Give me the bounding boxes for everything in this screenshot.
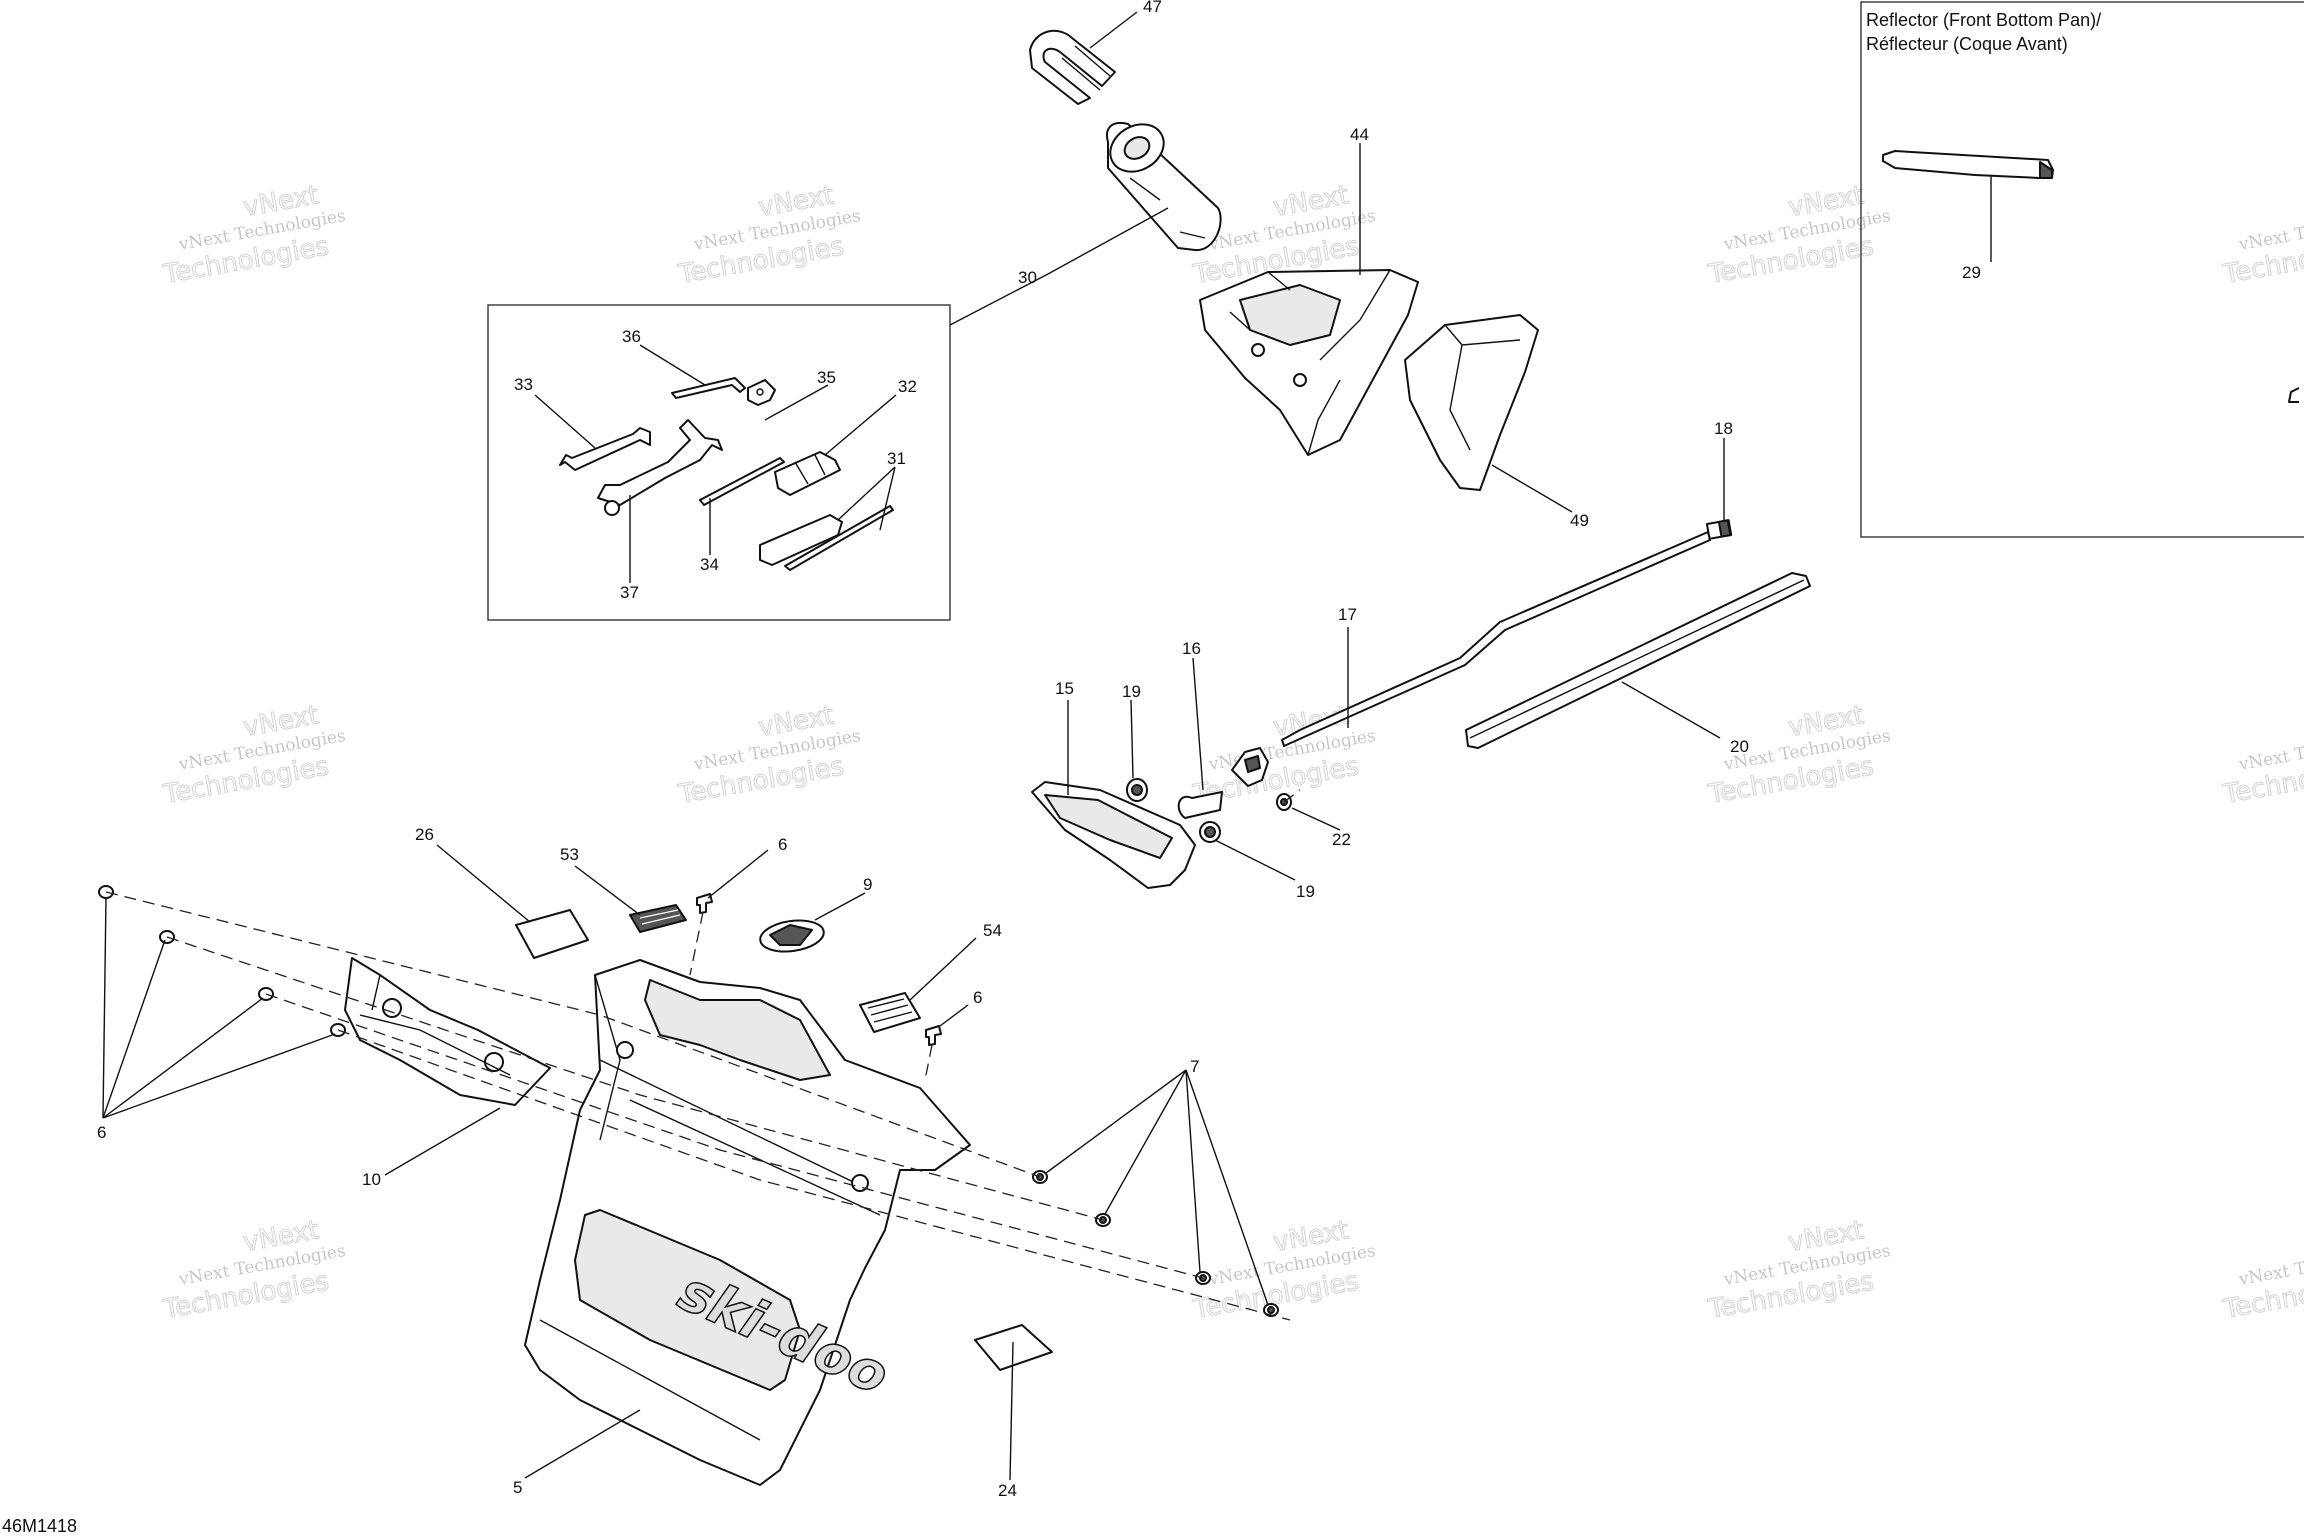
tool-bag-part-30[interactable] [1102,115,1222,252]
callout-15: 15 [1055,679,1074,698]
tool-kit-box [487,304,951,621]
callout-37: 37 [620,583,639,602]
callout-10: 10 [362,1170,381,1189]
callout-36: 36 [622,327,641,346]
washer-part-7d[interactable] [1263,1303,1279,1317]
watermark: vNext vNext Technologies Technologies [675,700,862,811]
harness-part-17[interactable] [1281,531,1711,747]
callout-22: 22 [1332,830,1351,849]
drawing-code: 46M1418 [2,1516,77,1536]
callout-17: 17 [1338,605,1357,624]
watermark: vNext vNext Technologies Technologies [1705,1215,1892,1326]
reflector-inset: Reflector (Front Bottom Pan)/ Réflecteur… [1860,1,2304,538]
washer-part-7b[interactable] [1095,1213,1111,1227]
clip-part-35[interactable] [747,379,776,406]
callout-18: 18 [1714,419,1733,438]
screwdriver-part-31[interactable] [759,505,894,571]
housing-part-44[interactable] [1199,269,1419,456]
connector-part-18[interactable] [1705,519,1733,540]
inset-title-line1: Reflector (Front Bottom Pan)/ [1866,10,2101,30]
callout-31: 31 [887,449,906,468]
callout-9: 9 [863,875,872,894]
light-housing-part-15[interactable] [1031,781,1196,889]
hex-key-part-36[interactable] [671,377,746,399]
callout-6-top: 6 [778,835,787,854]
callout-30: 30 [1018,268,1037,287]
callout-33: 33 [514,375,533,394]
leader-lines [102,11,1992,1481]
inset-title-line2: Réflecteur (Coque Avant) [1866,34,2068,54]
watermark: vNext Technologies Technologies [2220,1241,2304,1326]
parts-layer: ski-doo [98,29,1811,1486]
reflector-end [2039,161,2053,179]
grommet-part-19b[interactable] [1199,821,1221,843]
callout-47: 47 [1143,0,1162,16]
reflector-part[interactable] [1882,150,2054,179]
cover-part-49[interactable] [1404,314,1539,491]
tool-kit-frame [487,304,951,621]
watermark: vNext vNext Technologies Technologies [1190,180,1377,291]
callout-19-bottom: 19 [1296,882,1315,901]
watermark: vNext vNext Technologies Technologies [160,1215,347,1326]
decal-part-26[interactable] [515,909,589,959]
watermark: vNext Technologies Technologies [2220,206,2304,291]
callout-29: 29 [1962,263,1981,282]
watermark: vNext Technologies Technologies [2220,726,2304,811]
callout-24: 24 [998,1481,1017,1500]
clip-part-47[interactable] [1029,29,1116,105]
callout-26: 26 [415,825,434,844]
callout-19-top: 19 [1122,682,1141,701]
decal-part-53[interactable] [629,904,687,933]
watermark: vNext vNext Technologies Technologies [160,700,347,811]
callout-7: 7 [1190,1057,1199,1076]
callout-20: 20 [1730,737,1749,756]
callout-34: 34 [700,555,719,574]
callout-35: 35 [817,368,836,387]
watermark: vNext vNext Technologies Technologies [1705,700,1892,811]
watermark: vNext vNext Technologies Technologies [160,180,347,291]
emblem-part-9[interactable] [758,917,826,956]
watermark: vNext vNext Technologies Technologies [1705,180,1892,291]
callout-5: 5 [513,1478,522,1497]
strip-part-20[interactable] [1465,572,1811,749]
callout-16: 16 [1182,639,1201,658]
reflector-part-partial [2288,387,2300,403]
side-panel-part-10[interactable] [344,957,551,1106]
decal-part-54[interactable] [859,992,921,1033]
spark-plug-socket-part-32[interactable] [774,451,841,496]
callout-53: 53 [560,845,579,864]
watermark: vNext vNext Technologies Technologies [675,180,862,291]
wrench-part-33[interactable] [559,427,651,471]
callout-32: 32 [898,377,917,396]
callout-6-left: 6 [97,1123,106,1142]
callout-labels: 47 44 30 36 33 35 32 31 34 37 49 29 18 1… [97,0,1981,1500]
watermark: vNext vNext Technologies Technologies [1190,1215,1377,1326]
main-panel-part-5[interactable]: ski-doo [524,959,971,1486]
socket-part[interactable] [1231,747,1269,787]
assembly-lines [105,789,1301,1321]
spanner-part-37[interactable] [597,419,723,516]
callout-54: 54 [983,921,1002,940]
fastener-part-6f[interactable] [925,1025,942,1046]
callout-44: 44 [1350,125,1369,144]
grommet-part-19a[interactable] [1126,778,1148,802]
callout-6-right: 6 [973,988,982,1007]
strap-part-34[interactable] [699,457,785,506]
callout-49: 49 [1570,511,1589,530]
bulb-part-16[interactable] [1177,791,1223,819]
inset-frame [1860,1,2304,538]
